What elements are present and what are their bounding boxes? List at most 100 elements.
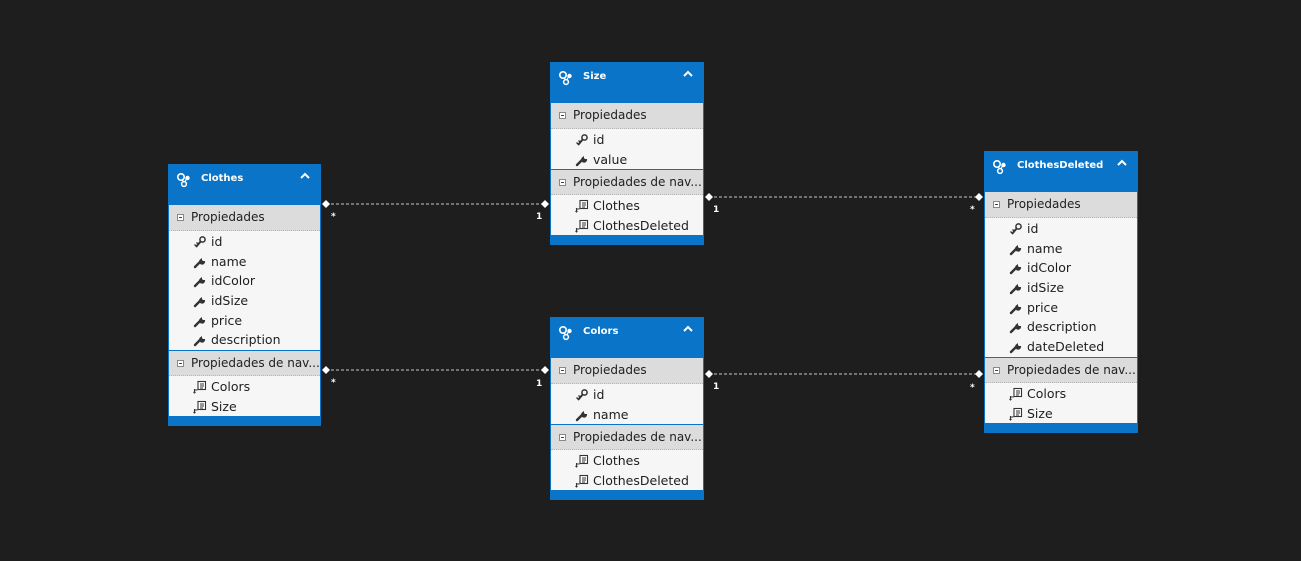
property-label: id xyxy=(593,132,605,147)
navigation-properties-section-header[interactable]: Propiedades de nav... xyxy=(551,424,703,451)
association-end-diamond[interactable] xyxy=(322,366,330,374)
wrench-icon xyxy=(1009,343,1022,354)
collapse-section-icon[interactable] xyxy=(559,434,566,442)
key-icon xyxy=(576,389,588,401)
navigation-properties-section-header[interactable]: Propiedades de nav... xyxy=(169,350,320,377)
entity-header[interactable]: Size xyxy=(551,63,703,103)
collapse-section-icon[interactable] xyxy=(993,366,1000,374)
entity-footer xyxy=(985,423,1137,432)
navigation-property-item[interactable]: Clothes xyxy=(551,451,703,471)
entity-header[interactable]: Clothes xyxy=(169,165,320,205)
property-item[interactable]: price xyxy=(985,298,1137,318)
entity-header[interactable]: Colors xyxy=(551,318,703,358)
chevron-up-icon[interactable] xyxy=(1116,158,1128,168)
properties-section-header[interactable]: Propiedades xyxy=(551,358,703,384)
property-label: name xyxy=(1027,240,1063,256)
collapse-section-icon[interactable] xyxy=(559,367,566,374)
property-label: dateDeleted xyxy=(1027,339,1105,355)
entity-icon xyxy=(992,159,1006,175)
property-item[interactable]: price xyxy=(169,311,320,331)
property-item[interactable]: id xyxy=(985,219,1137,239)
properties-section-header[interactable]: Propiedades xyxy=(985,192,1137,218)
navigation-property-label: ClothesDeleted xyxy=(593,218,689,234)
property-item[interactable]: value xyxy=(551,150,703,170)
chevron-up-icon[interactable] xyxy=(682,324,694,334)
property-item[interactable]: id xyxy=(551,130,703,150)
property-item[interactable]: idSize xyxy=(985,278,1137,298)
collapse-section-icon[interactable] xyxy=(177,360,184,368)
property-item[interactable]: id xyxy=(551,385,703,405)
wrench-icon xyxy=(575,155,588,166)
properties-section-header[interactable]: Propiedades xyxy=(169,205,320,231)
property-item[interactable]: name xyxy=(985,239,1137,259)
association-colors-clothes-deleted[interactable] xyxy=(705,370,983,378)
entity-footer xyxy=(169,416,320,425)
multiplicity-label: * xyxy=(331,212,336,222)
properties-section-label: Propiedades xyxy=(573,108,647,122)
navigation-properties-section-header[interactable]: Propiedades de nav... xyxy=(985,356,1137,383)
collapse-section-icon[interactable] xyxy=(559,112,566,119)
association-end-diamond[interactable] xyxy=(975,193,983,201)
collapse-section-icon[interactable] xyxy=(559,179,566,187)
wrench-icon xyxy=(1009,303,1022,314)
property-item[interactable]: name xyxy=(551,405,703,425)
entity-footer xyxy=(551,235,703,244)
association-end-diamond[interactable] xyxy=(541,200,549,208)
navigation-property-icon xyxy=(1009,387,1023,401)
navigation-property-item[interactable]: Size xyxy=(169,397,320,417)
navigation-property-label: Clothes xyxy=(593,198,640,214)
navigation-property-item[interactable]: Colors xyxy=(985,384,1137,404)
entity-icon xyxy=(558,70,572,86)
properties-section-header[interactable]: Propiedades xyxy=(551,103,703,129)
association-end-diamond[interactable] xyxy=(541,366,549,374)
multiplicity-label: * xyxy=(331,378,336,388)
property-item[interactable]: description xyxy=(169,330,320,350)
navigation-property-label: Size xyxy=(1027,405,1053,421)
property-label: idColor xyxy=(211,273,256,289)
association-end-diamond[interactable] xyxy=(322,200,330,208)
property-item[interactable]: idColor xyxy=(169,271,320,291)
association-clothes-colors[interactable] xyxy=(322,366,549,374)
entity-header[interactable]: ClothesDeleted xyxy=(985,152,1137,192)
property-label: idColor xyxy=(1027,260,1072,276)
navigation-property-item[interactable]: ClothesDeleted xyxy=(551,216,703,236)
chevron-up-icon[interactable] xyxy=(682,69,694,79)
navigation-properties-section-header[interactable]: Propiedades de nav... xyxy=(551,169,703,196)
property-item[interactable]: description xyxy=(985,317,1137,337)
navigation-property-label: Colors xyxy=(211,379,251,395)
property-item[interactable]: dateDeleted xyxy=(985,337,1137,357)
navigation-property-label: ClothesDeleted xyxy=(593,473,689,489)
association-end-diamond[interactable] xyxy=(705,370,713,378)
association-end-diamond[interactable] xyxy=(705,193,713,201)
association-end-diamond[interactable] xyxy=(975,370,983,378)
properties-list: id value xyxy=(551,129,703,169)
property-label: id xyxy=(593,387,605,402)
entity-title: Size xyxy=(583,71,607,82)
properties-section-label: Propiedades xyxy=(191,210,265,224)
association-size-clothes-deleted[interactable] xyxy=(705,193,983,201)
property-label: name xyxy=(593,406,629,422)
association-clothes-size[interactable] xyxy=(322,200,549,208)
collapse-section-icon[interactable] xyxy=(177,214,184,221)
property-item[interactable]: name xyxy=(169,252,320,272)
multiplicity-label: 1 xyxy=(536,212,543,222)
property-item[interactable]: id xyxy=(169,232,320,252)
property-item[interactable]: idColor xyxy=(985,258,1137,278)
properties-section-label: Propiedades xyxy=(1007,197,1081,211)
multiplicity-label: * xyxy=(970,383,975,393)
collapse-section-icon[interactable] xyxy=(993,201,1000,208)
navigation-property-item[interactable]: ClothesDeleted xyxy=(551,471,703,491)
chevron-up-icon[interactable] xyxy=(299,171,311,181)
navigation-property-item[interactable]: Size xyxy=(985,404,1137,424)
navigation-property-item[interactable]: Clothes xyxy=(551,196,703,216)
property-label: id xyxy=(211,234,223,249)
navigation-property-item[interactable]: Colors xyxy=(169,377,320,397)
property-item[interactable]: idSize xyxy=(169,291,320,311)
